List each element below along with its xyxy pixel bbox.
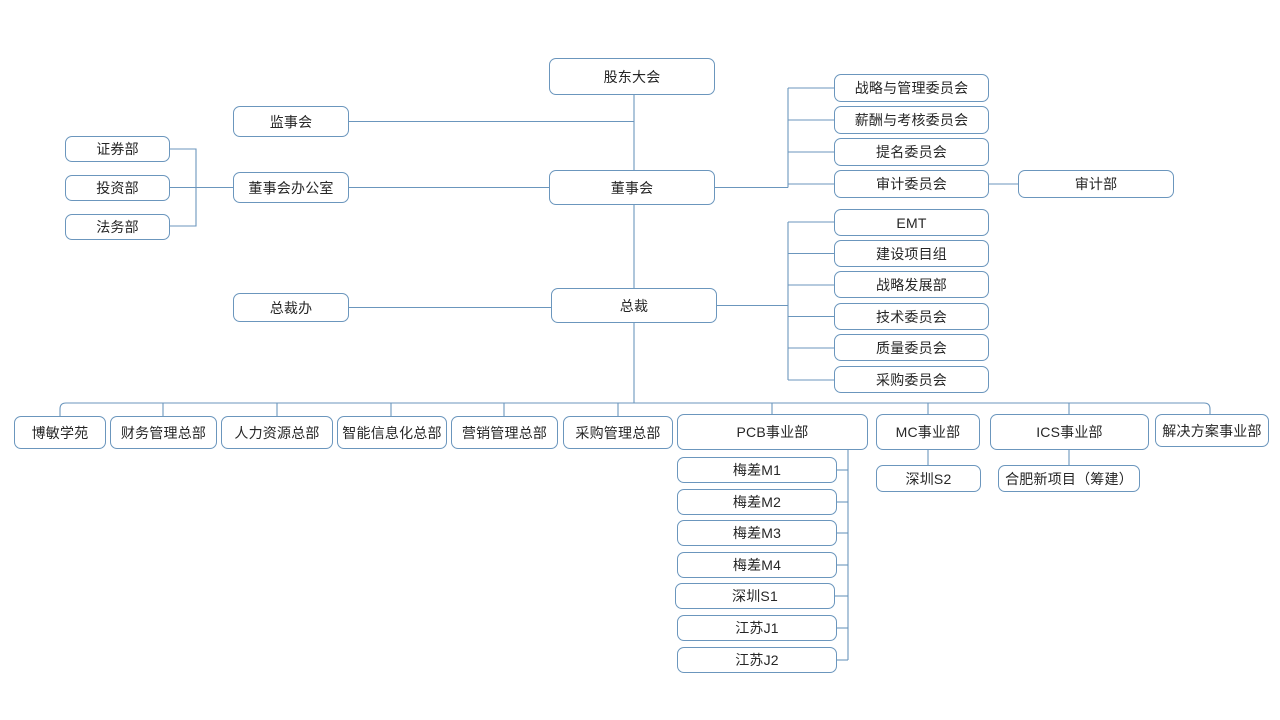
node-legal-dept[interactable]: 法务部 (65, 214, 170, 240)
node-finance-hq[interactable]: 财务管理总部 (110, 416, 217, 449)
node-quality-committee[interactable]: 质量委员会 (834, 334, 989, 361)
node-emt[interactable]: EMT (834, 209, 989, 236)
node-strategy-mgmt-committee[interactable]: 战略与管理委员会 (834, 74, 989, 102)
node-audit-dept[interactable]: 审计部 (1018, 170, 1174, 198)
node-president[interactable]: 总裁 (551, 288, 717, 323)
node-ics-division[interactable]: ICS事业部 (990, 414, 1149, 450)
node-hefei-new-project[interactable]: 合肥新项目（筹建） (998, 465, 1140, 492)
node-jiangsu-j2[interactable]: 江苏J2 (677, 647, 837, 673)
node-smart-info-hq[interactable]: 智能信息化总部 (337, 416, 447, 449)
node-shenzhen-s2[interactable]: 深圳S2 (876, 465, 981, 492)
node-supervisory-board[interactable]: 监事会 (233, 106, 349, 137)
node-audit-committee[interactable]: 审计委员会 (834, 170, 989, 198)
node-solution-division[interactable]: 解决方案事业部 (1155, 414, 1269, 447)
node-pcb-division[interactable]: PCB事业部 (677, 414, 868, 450)
node-marketing-hq[interactable]: 营销管理总部 (451, 416, 558, 449)
node-president-office[interactable]: 总裁办 (233, 293, 349, 322)
node-shenzhen-s1[interactable]: 深圳S1 (675, 583, 835, 609)
node-investment-dept[interactable]: 投资部 (65, 175, 170, 201)
node-nomination-committee[interactable]: 提名委员会 (834, 138, 989, 166)
node-meizhou-m1[interactable]: 梅差M1 (677, 457, 837, 483)
node-compensation-committee[interactable]: 薪酬与考核委员会 (834, 106, 989, 134)
node-procurement-hq[interactable]: 采购管理总部 (563, 416, 673, 449)
node-procurement-committee[interactable]: 采购委员会 (834, 366, 989, 393)
node-shareholders-meeting[interactable]: 股东大会 (549, 58, 715, 95)
node-hr-hq[interactable]: 人力资源总部 (221, 416, 333, 449)
line-leftdepts-bus (170, 148, 197, 227)
node-meizhou-m3[interactable]: 梅差M3 (677, 520, 837, 546)
node-securities-dept[interactable]: 证券部 (65, 136, 170, 162)
node-jiangsu-j1[interactable]: 江苏J1 (677, 615, 837, 641)
node-strategy-dev-dept[interactable]: 战略发展部 (834, 271, 989, 298)
node-meizhou-m4[interactable]: 梅差M4 (677, 552, 837, 578)
node-board-of-directors[interactable]: 董事会 (549, 170, 715, 205)
node-bomin-academy[interactable]: 博敏学苑 (14, 416, 106, 449)
node-mc-division[interactable]: MC事业部 (876, 414, 980, 450)
node-meizhou-m2[interactable]: 梅差M2 (677, 489, 837, 515)
node-construction-project-group[interactable]: 建设项目组 (834, 240, 989, 267)
node-board-office[interactable]: 董事会办公室 (233, 172, 349, 203)
node-tech-committee[interactable]: 技术委员会 (834, 303, 989, 330)
